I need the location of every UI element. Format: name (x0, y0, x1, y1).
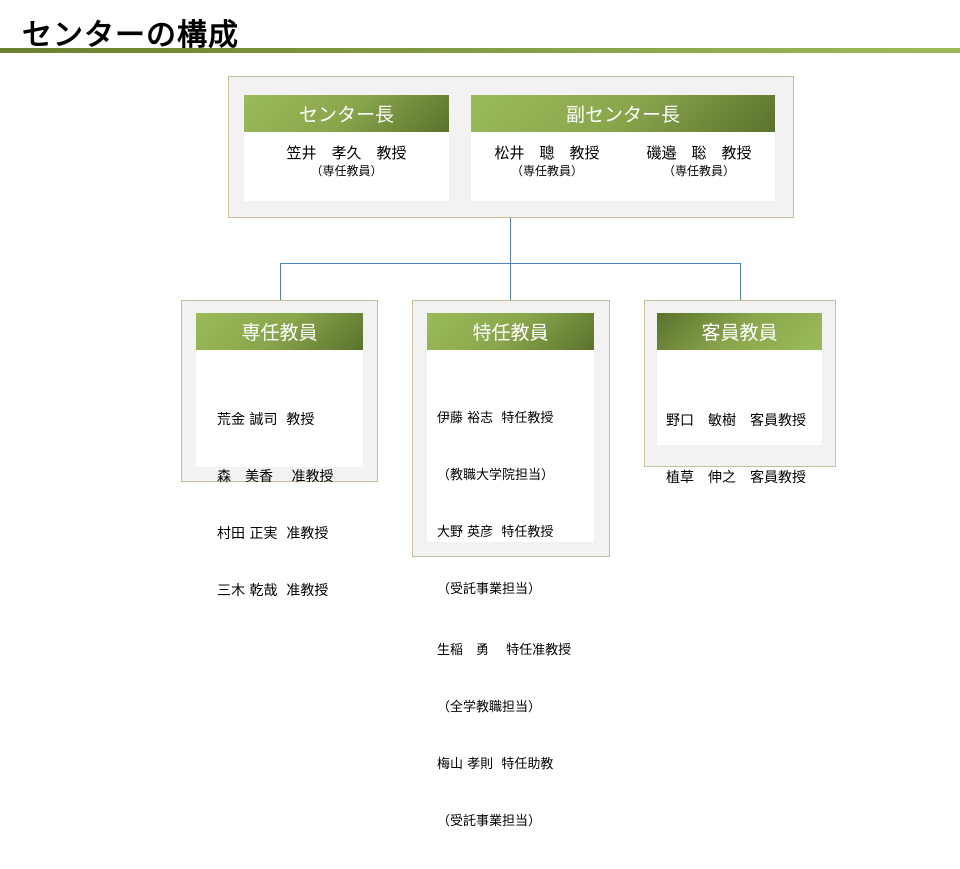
faculty-row: 荒金 誠司 教授 (217, 412, 315, 428)
vice-director-note-1: （専任教員） (510, 164, 583, 178)
connector-right (740, 263, 741, 300)
fulltime-header: 専任教員 (196, 313, 363, 350)
faculty-row: 大野 英彦 特任教授 (437, 525, 554, 540)
director-header: センター長 (244, 95, 449, 132)
faculty-row: 村田 正実 准教授 (217, 526, 329, 542)
special-header: 特任教員 (427, 313, 594, 350)
special-card: 特任教員 伊藤 裕志 特任教授 （教職大学院担当） 大野 英彦 特任教授 （受託… (427, 313, 594, 829)
fulltime-box: 専任教員 荒金 誠司 教授 森 美香 准教授 村田 正実 准教授 三木 乾哉 准… (181, 300, 378, 599)
faculty-row: 梅山 孝則 特任助教 (437, 757, 554, 772)
director-card: センター長 笠井 孝久 教授 （専任教員） (244, 95, 449, 201)
faculty-row: 野口 敏樹 客員教授 (666, 413, 806, 429)
visiting-header: 客員教員 (657, 313, 822, 350)
visiting-box: 客員教員 野口 敏樹 客員教授 植草 伸之 客員教授 (644, 300, 836, 486)
page-title: センターの構成 (22, 18, 239, 53)
faculty-row: 生稲 勇 特任准教授 (437, 643, 572, 658)
special-box: 特任教員 伊藤 裕志 特任教授 （教職大学院担当） 大野 英彦 特任教授 （受託… (412, 300, 610, 829)
connector-trunk (510, 218, 511, 264)
faculty-row: 植草 伸之 客員教授 (666, 470, 806, 486)
vice-director-name-1: 松井 聰 教授 (494, 144, 600, 162)
connector-left (280, 263, 281, 300)
faculty-note: （全学教職担当） (437, 700, 542, 715)
vice-director-name-2: 磯邉 聡 教授 (646, 144, 752, 162)
visiting-card: 客員教員 野口 敏樹 客員教授 植草 伸之 客員教授 (657, 313, 822, 486)
faculty-row: 伊藤 裕志 特任教授 (437, 411, 554, 426)
title-underline (0, 48, 960, 53)
faculty-row: 三木 乾哉 准教授 (217, 583, 329, 599)
leadership-box: センター長 笠井 孝久 教授 （専任教員） 副センター長 松井 聰 教授 （専任… (228, 76, 794, 218)
faculty-row: 森 美香 准教授 (217, 469, 334, 485)
director-note: （専任教員） (310, 164, 383, 178)
vice-director-note-2: （専任教員） (662, 164, 735, 178)
connector-center (510, 263, 511, 300)
faculty-note: （受託事業担当） (437, 814, 542, 829)
fulltime-card: 専任教員 荒金 誠司 教授 森 美香 准教授 村田 正実 准教授 三木 乾哉 准… (196, 313, 363, 599)
vice-director-card: 副センター長 松井 聰 教授 （専任教員） 磯邉 聡 教授 （専任教員） (471, 95, 775, 201)
vice-director-header: 副センター長 (471, 95, 775, 132)
faculty-note: （受託事業担当） (437, 582, 542, 597)
director-name: 笠井 孝久 教授 (286, 144, 407, 162)
faculty-note: （教職大学院担当） (437, 468, 555, 483)
